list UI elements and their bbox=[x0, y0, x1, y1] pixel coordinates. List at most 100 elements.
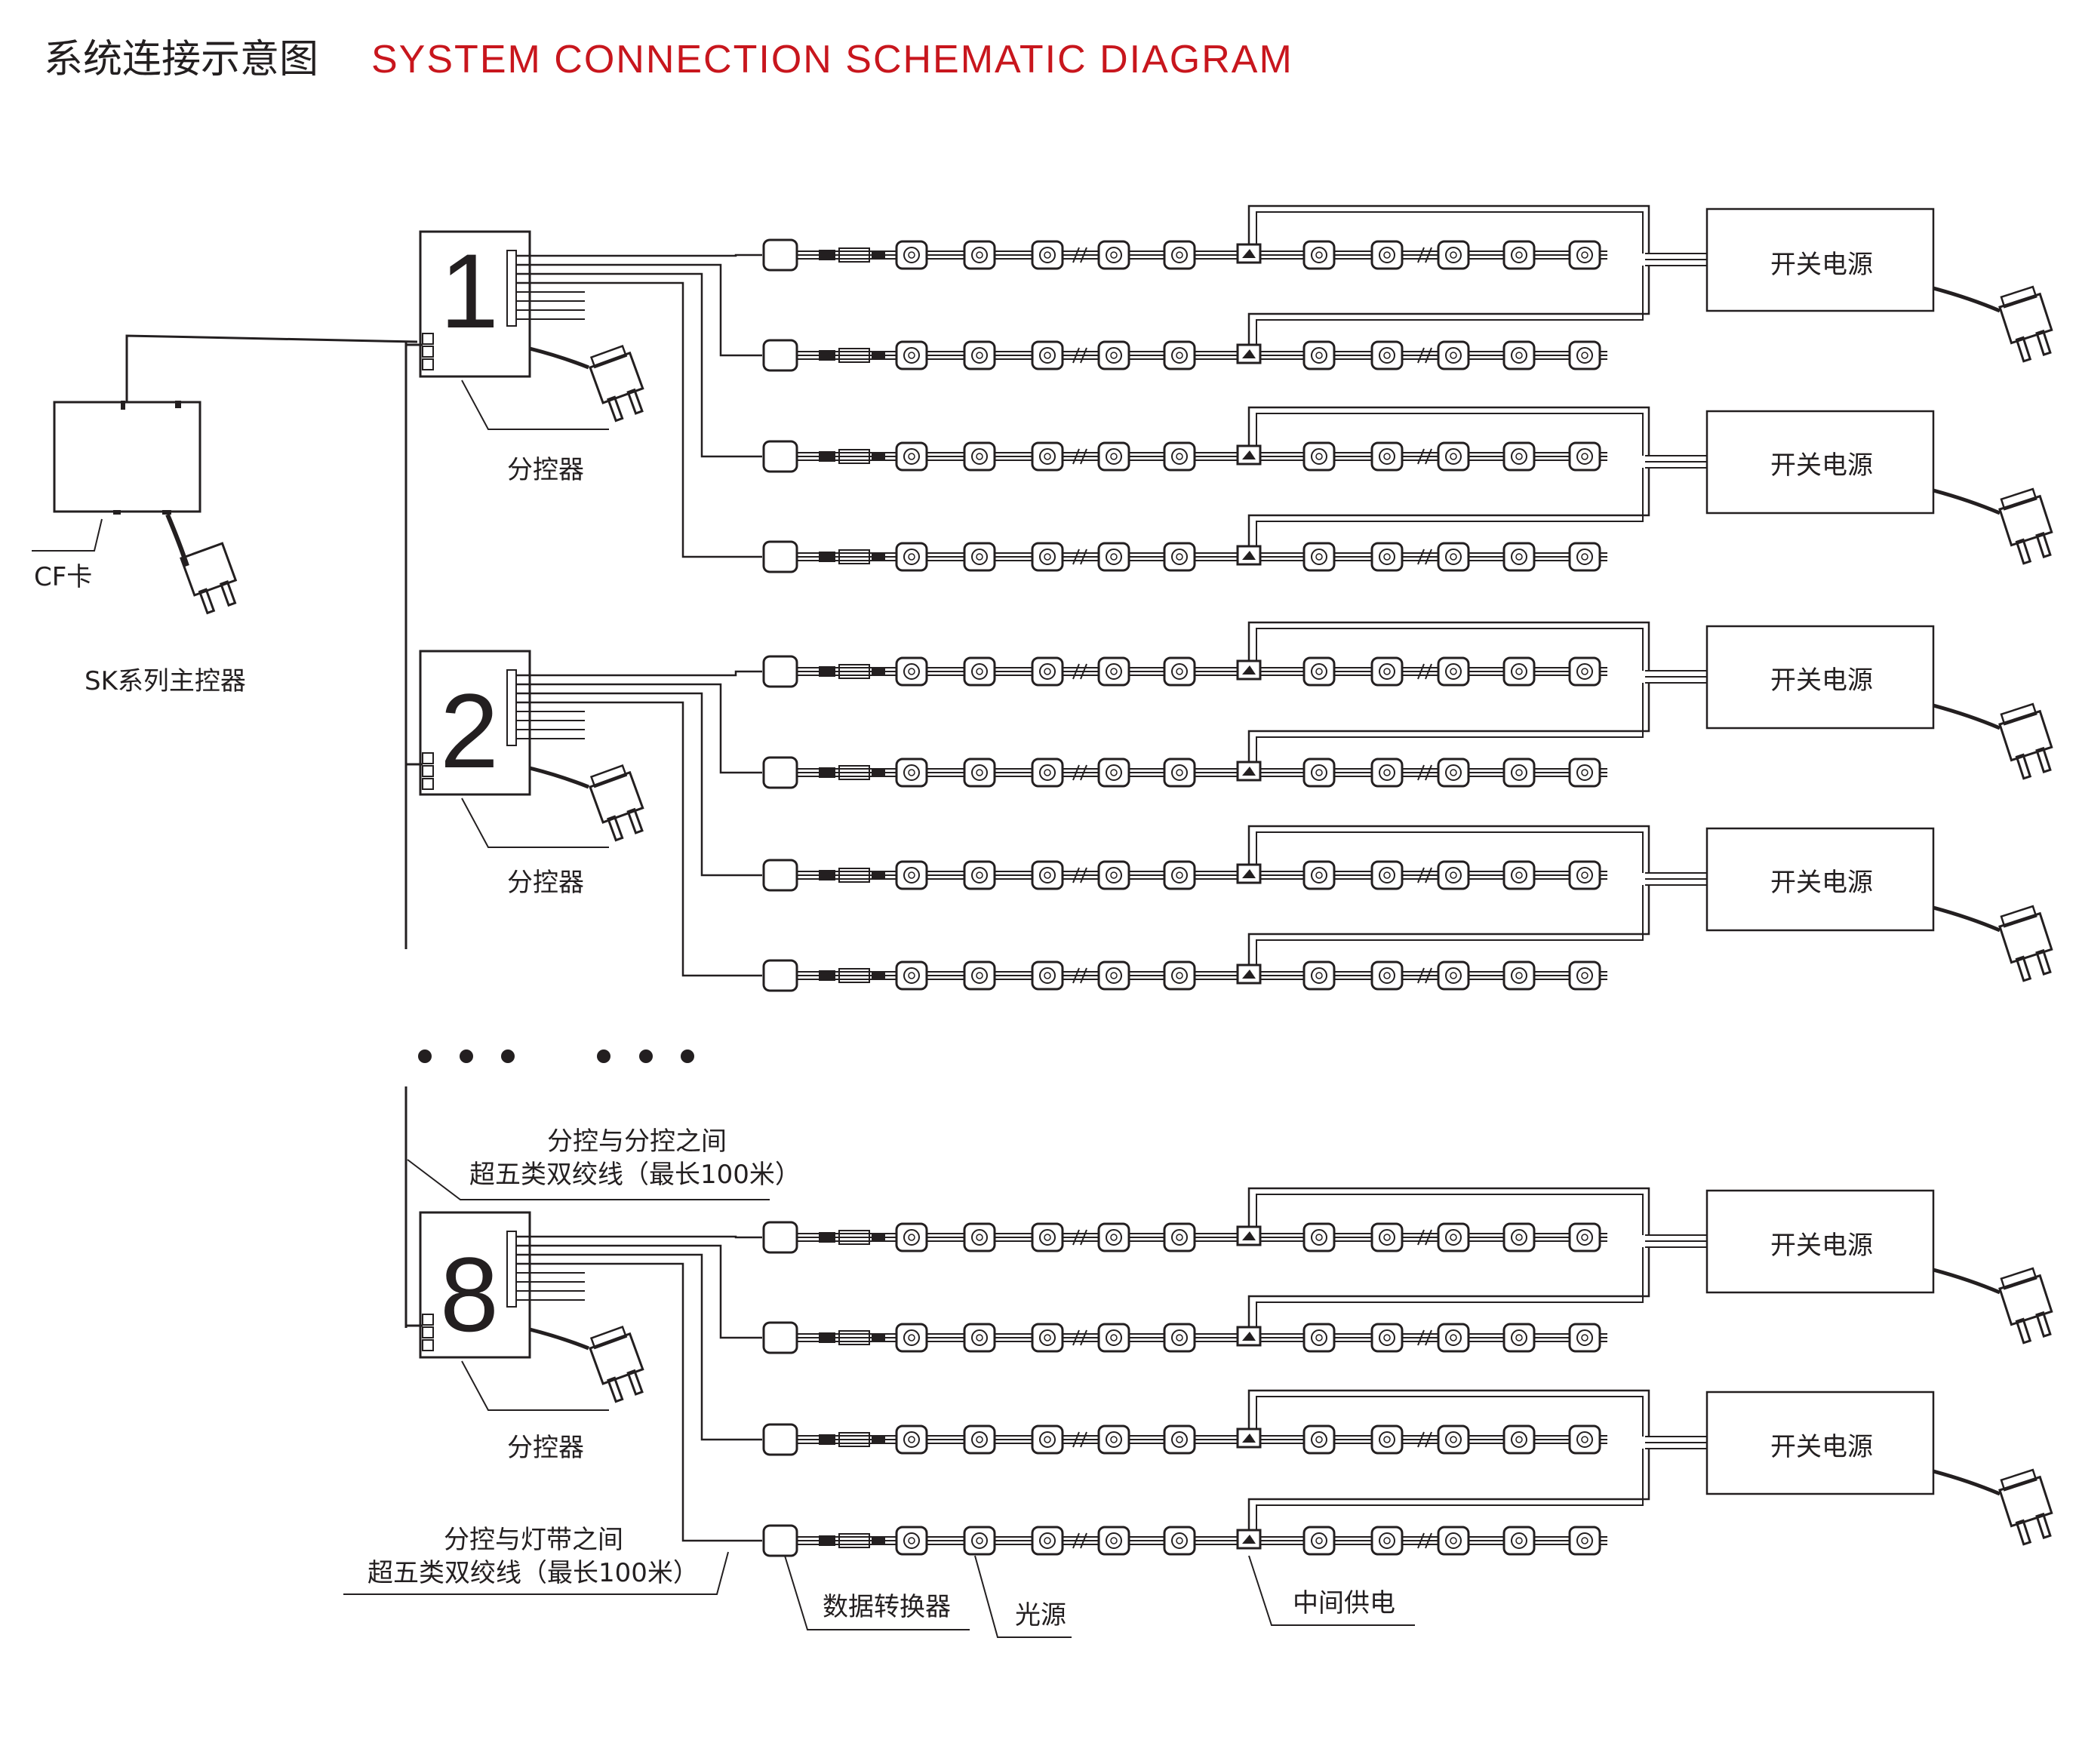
pixel-node-icon bbox=[1302, 758, 1336, 788]
pixel-node-icon bbox=[1437, 960, 1470, 991]
light-strip-row bbox=[762, 440, 1607, 473]
pixel-node-icon bbox=[1302, 542, 1336, 572]
pixel-node-icon bbox=[1568, 960, 1601, 991]
pixel-node-icon bbox=[1437, 240, 1470, 270]
pixel-node-icon bbox=[1163, 240, 1196, 270]
light-strip-row bbox=[762, 1423, 1607, 1456]
pixel-node-icon bbox=[1097, 340, 1130, 370]
pixel-node-icon bbox=[1302, 240, 1336, 270]
power-feed-line bbox=[1247, 1449, 1650, 1530]
pixel-node-icon bbox=[963, 860, 996, 890]
pixel-node-icon bbox=[1163, 960, 1196, 991]
power-supply-4-label: 开关电源 bbox=[1770, 868, 1873, 898]
pixel-node-icon bbox=[1370, 441, 1404, 472]
power-feed-line bbox=[1247, 825, 1650, 873]
controller-to-strip-cable bbox=[516, 670, 762, 677]
power-feed-line bbox=[1247, 204, 1650, 254]
pixel-node-icon bbox=[1437, 1222, 1470, 1252]
plug-icon bbox=[1998, 285, 2053, 363]
pixel-node-icon bbox=[1568, 1222, 1601, 1252]
power-feed-line bbox=[1247, 406, 1650, 456]
controller-to-strip-cable bbox=[516, 1244, 762, 1339]
pixel-node-icon bbox=[1097, 860, 1130, 890]
pixel-node-icon bbox=[1437, 758, 1470, 788]
pixel-node-icon bbox=[895, 960, 928, 991]
controller-strip-note-line2: 超五类双绞线（最长100米） bbox=[368, 1558, 699, 1588]
pixel-node-icon bbox=[1302, 860, 1336, 890]
pixel-node-icon bbox=[1031, 758, 1064, 788]
title-chinese: 系统连接示意图 bbox=[44, 37, 318, 82]
pixel-node-icon bbox=[895, 1222, 928, 1252]
pixel-node-icon bbox=[1437, 340, 1470, 370]
controller-to-strip-cable bbox=[516, 692, 762, 877]
sub-controller-8-number: 8 bbox=[440, 1235, 499, 1354]
connector-icon bbox=[819, 664, 885, 679]
pixel-node-icon bbox=[1163, 441, 1196, 472]
pixel-node-icon bbox=[1370, 656, 1404, 687]
pixel-node-icon bbox=[963, 542, 996, 572]
power-junction-icon bbox=[1236, 963, 1262, 985]
light-strip-row bbox=[762, 1221, 1607, 1254]
between-controllers-leader bbox=[407, 1159, 770, 1200]
light-strip-row bbox=[762, 238, 1607, 272]
pixel-node-icon bbox=[1097, 542, 1130, 572]
pixel-node-icon bbox=[1568, 1424, 1601, 1455]
pixel-node-icon bbox=[1302, 441, 1336, 472]
connector-icon bbox=[819, 348, 885, 363]
power-junction-icon bbox=[1236, 545, 1262, 566]
pixel-node-icon bbox=[1437, 1526, 1470, 1556]
pixel-node-icon bbox=[1568, 542, 1601, 572]
power-supply-4 bbox=[1247, 825, 2053, 982]
light-strip-row bbox=[762, 756, 1607, 789]
pixel-node-icon bbox=[1568, 1323, 1601, 1353]
pixel-node-icon bbox=[1163, 1323, 1196, 1353]
data-converter-icon bbox=[762, 756, 798, 789]
power-junction-icon bbox=[1236, 1225, 1262, 1246]
pixel-node-icon bbox=[1163, 1526, 1196, 1556]
light-strip-row bbox=[762, 1524, 1607, 1557]
pixel-node-icon bbox=[1031, 441, 1064, 472]
pixel-node-icon bbox=[1370, 1424, 1404, 1455]
pixel-node-icon bbox=[1370, 1323, 1404, 1353]
power-feed-line bbox=[1247, 266, 1650, 345]
power-junction-icon bbox=[1236, 659, 1262, 681]
pixel-node-icon bbox=[1502, 1323, 1536, 1353]
power-junction-icon bbox=[1236, 1427, 1262, 1449]
pixel-node-icon bbox=[1370, 542, 1404, 572]
power-junction-icon bbox=[1236, 343, 1262, 364]
pixel-node-icon bbox=[1302, 1526, 1336, 1556]
pixel-node-icon bbox=[1502, 1424, 1536, 1455]
main-controller bbox=[32, 334, 418, 615]
light-source-label: 光源 bbox=[1015, 1600, 1066, 1630]
pixel-node-icon bbox=[1370, 960, 1404, 991]
sub-controller-8 bbox=[406, 1211, 762, 1542]
data-converter-icon bbox=[762, 959, 798, 992]
pixel-node-icon bbox=[1302, 656, 1336, 687]
plug-icon bbox=[180, 542, 238, 615]
pixel-node-icon bbox=[1163, 1222, 1196, 1252]
pixel-node-icon bbox=[1163, 758, 1196, 788]
pixel-node-icon bbox=[963, 1323, 996, 1353]
pixel-node-icon bbox=[1568, 340, 1601, 370]
pixel-node-icon bbox=[1031, 542, 1064, 572]
data-converter-icon bbox=[762, 238, 798, 272]
pixel-node-icon bbox=[1031, 340, 1064, 370]
controller-to-strip-cable bbox=[516, 254, 762, 257]
light-strip-row bbox=[762, 655, 1607, 688]
controller-to-strip-cable bbox=[516, 1262, 762, 1542]
power-supply-2 bbox=[1247, 406, 2053, 565]
data-converter-icon bbox=[762, 1423, 798, 1456]
pixel-node-icon bbox=[1502, 240, 1536, 270]
power-junction-icon bbox=[1236, 444, 1262, 466]
data-converter-icon bbox=[762, 1221, 798, 1254]
cf-card-label: CF卡 bbox=[34, 562, 92, 592]
pixel-node-icon bbox=[963, 960, 996, 991]
power-supply-6-label: 开关电源 bbox=[1770, 1432, 1873, 1462]
pixel-node-icon bbox=[1302, 1424, 1336, 1455]
pixel-node-icon bbox=[1097, 1222, 1130, 1252]
between-controllers-note-line1: 分控与分控之间 bbox=[547, 1126, 727, 1157]
power-supply-5 bbox=[1247, 1187, 2053, 1345]
power-junction-icon bbox=[1236, 1529, 1262, 1550]
power-feed-line bbox=[1247, 468, 1650, 546]
pixel-node-icon bbox=[963, 1424, 996, 1455]
